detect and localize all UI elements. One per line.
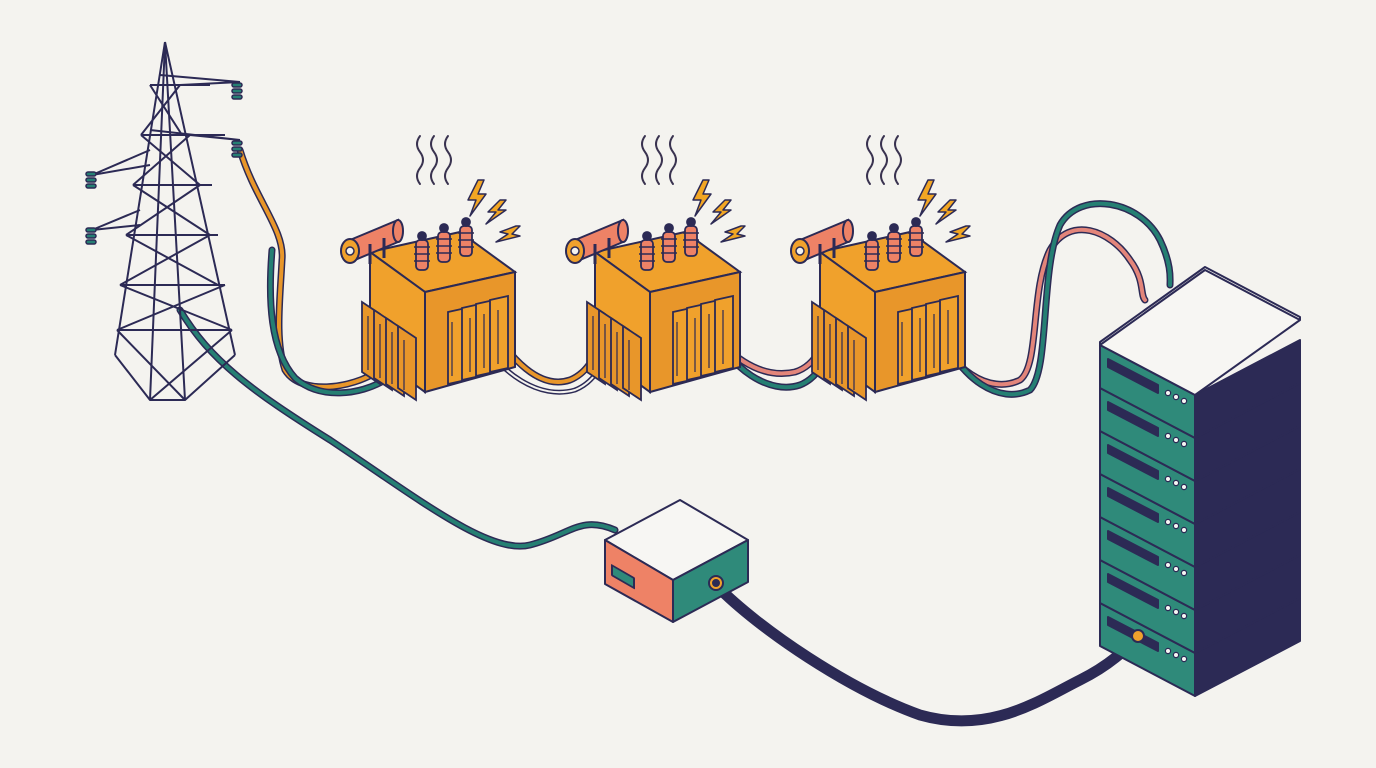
server-drive-slot bbox=[1107, 487, 1159, 523]
server-status-light bbox=[1180, 483, 1188, 491]
server-rack-top-edge bbox=[1099, 266, 1301, 345]
server-status-light bbox=[1180, 440, 1188, 448]
server-unit-side bbox=[1194, 339, 1301, 439]
server-drive-slot bbox=[1107, 573, 1159, 609]
server-status-light bbox=[1172, 651, 1180, 659]
server-status-light bbox=[1180, 612, 1188, 620]
server-power-inlet bbox=[1131, 629, 1145, 643]
server-drive-slot bbox=[1107, 444, 1159, 480]
server-status-light bbox=[1164, 561, 1172, 569]
transformer-1 bbox=[339, 134, 522, 402]
server-status-light bbox=[1164, 604, 1172, 612]
power-supply-box-icon bbox=[604, 499, 749, 623]
server-status-light bbox=[1164, 432, 1172, 440]
server-drive-slot bbox=[1107, 530, 1159, 566]
server-status-light bbox=[1172, 565, 1180, 573]
server-status-light bbox=[1172, 436, 1180, 444]
server-status-light bbox=[1164, 647, 1172, 655]
server-status-light bbox=[1172, 479, 1180, 487]
transmission-tower-icon bbox=[85, 41, 243, 401]
server-status-light bbox=[1164, 475, 1172, 483]
server-rack-icon bbox=[1099, 266, 1301, 697]
server-drive-slot bbox=[1107, 358, 1159, 394]
server-status-light bbox=[1164, 389, 1172, 397]
server-status-light bbox=[1180, 526, 1188, 534]
server-drive-slot bbox=[1107, 401, 1159, 437]
cable-ups-to-server bbox=[710, 579, 1146, 727]
server-status-light bbox=[1164, 518, 1172, 526]
server-status-light bbox=[1180, 569, 1188, 577]
server-status-light bbox=[1180, 655, 1188, 663]
cable-tower-to-transformer-1 bbox=[236, 146, 384, 391]
server-status-light bbox=[1180, 397, 1188, 405]
transformer-3 bbox=[789, 134, 972, 402]
server-status-light bbox=[1172, 522, 1180, 530]
server-status-light bbox=[1172, 608, 1180, 616]
server-status-light bbox=[1172, 393, 1180, 401]
transformer-2 bbox=[564, 134, 747, 402]
